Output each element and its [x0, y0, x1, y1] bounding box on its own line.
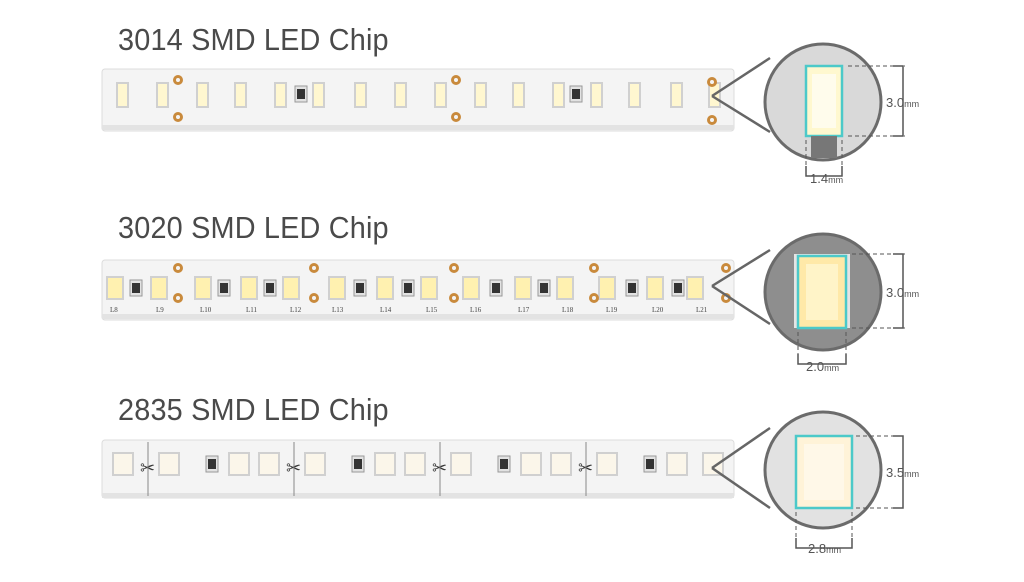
- led-chip: [600, 278, 614, 298]
- led-chip: [356, 84, 365, 106]
- led-chip: [276, 84, 285, 106]
- led-chip: [152, 278, 166, 298]
- led-chip: [114, 454, 132, 474]
- led-chip: [668, 454, 686, 474]
- height-dimension: 3.0mm: [886, 95, 920, 110]
- led-chip: [688, 278, 702, 298]
- resistor: [646, 459, 654, 469]
- led-chip: [160, 454, 178, 474]
- led-chip: [260, 454, 278, 474]
- led-chip: [522, 454, 540, 474]
- led-chip: [118, 84, 127, 106]
- led-chip: [436, 84, 445, 106]
- component-label: L9: [156, 306, 164, 314]
- row-2835: 2835 SMD LED Chip ✂✂✂✂ 3.5mm 2.8mm: [0, 392, 1024, 582]
- component-label: L17: [518, 306, 530, 314]
- width-dimension: 1.4mm: [810, 171, 844, 186]
- led-chip: [552, 454, 570, 474]
- zoom-3014: [711, 42, 905, 177]
- resistor: [404, 283, 412, 293]
- led-chip: [198, 84, 207, 106]
- led-chip: [284, 278, 298, 298]
- resistor: [492, 283, 500, 293]
- width-dimension: 2.0mm: [806, 359, 840, 374]
- led-chip: [648, 278, 662, 298]
- resistor: [356, 283, 364, 293]
- led-chip: [376, 454, 394, 474]
- resistor: [628, 283, 636, 293]
- component-label: L15: [426, 306, 438, 314]
- led-chip: [516, 278, 530, 298]
- zoom-2835: [711, 410, 905, 549]
- resistor: [220, 283, 228, 293]
- chip-title: 2835 SMD LED Chip: [118, 392, 389, 427]
- component-label: L10: [200, 306, 212, 314]
- led-chip: [476, 84, 485, 106]
- component-label: L19: [606, 306, 618, 314]
- component-label: L18: [562, 306, 574, 314]
- led-chip: [406, 454, 424, 474]
- led-chip: [452, 454, 470, 474]
- resistor: [572, 89, 580, 99]
- led-chip: [330, 278, 344, 298]
- resistor: [297, 89, 305, 99]
- chip-title: 3020 SMD LED Chip: [118, 210, 389, 245]
- height-dimension: 3.5mm: [886, 465, 920, 480]
- led-chip: [158, 84, 167, 106]
- chip-title: 3014 SMD LED Chip: [118, 22, 389, 57]
- led-chip: [230, 454, 248, 474]
- resistor: [354, 459, 362, 469]
- led-chip: [464, 278, 478, 298]
- led-chip: [242, 278, 256, 298]
- led-chip: [236, 84, 245, 106]
- led-chip: [196, 278, 210, 298]
- height-dimension: 3.0mm: [886, 285, 920, 300]
- led-chip: [704, 454, 722, 474]
- component-label: L21: [696, 306, 708, 314]
- zoom-3020: [711, 232, 905, 365]
- component-label: L12: [290, 306, 302, 314]
- led-chip: [554, 84, 563, 106]
- led-chip: [558, 278, 572, 298]
- led-strip-3014: [101, 68, 735, 132]
- led-chip: [378, 278, 392, 298]
- resistor: [266, 283, 274, 293]
- resistor: [674, 283, 682, 293]
- width-dimension: 2.8mm: [808, 541, 842, 556]
- row-3014: 3014 SMD LED Chip 3.0mm 1.4mm: [0, 22, 1024, 212]
- led-chip: [514, 84, 523, 106]
- row-3020: 3020 SMD LED Chip L8 L9 L10 L11 L12 L13 L14 L15…: [0, 210, 1024, 400]
- led-chip: [422, 278, 436, 298]
- led-chip: [592, 84, 601, 106]
- led-strip-3020: L8 L9 L10 L11 L12 L13 L14 L15 L16 L17 L18 L19 L20 L21: [101, 259, 735, 321]
- component-label: L16: [470, 306, 482, 314]
- led-chip: [672, 84, 681, 106]
- led-chip: [630, 84, 639, 106]
- led-chip: [396, 84, 405, 106]
- component-label: L11: [246, 306, 258, 314]
- component-label: L14: [380, 306, 392, 314]
- resistor: [208, 459, 216, 469]
- led-chip: [598, 454, 616, 474]
- led-chip: [306, 454, 324, 474]
- resistor: [500, 459, 508, 469]
- led-strip-2835: ✂✂✂✂: [101, 439, 735, 499]
- resistor: [132, 283, 140, 293]
- led-chip: [108, 278, 122, 298]
- led-chip: [314, 84, 323, 106]
- component-label: L13: [332, 306, 344, 314]
- resistor: [540, 283, 548, 293]
- component-label: L20: [652, 306, 664, 314]
- component-label: L8: [110, 306, 118, 314]
